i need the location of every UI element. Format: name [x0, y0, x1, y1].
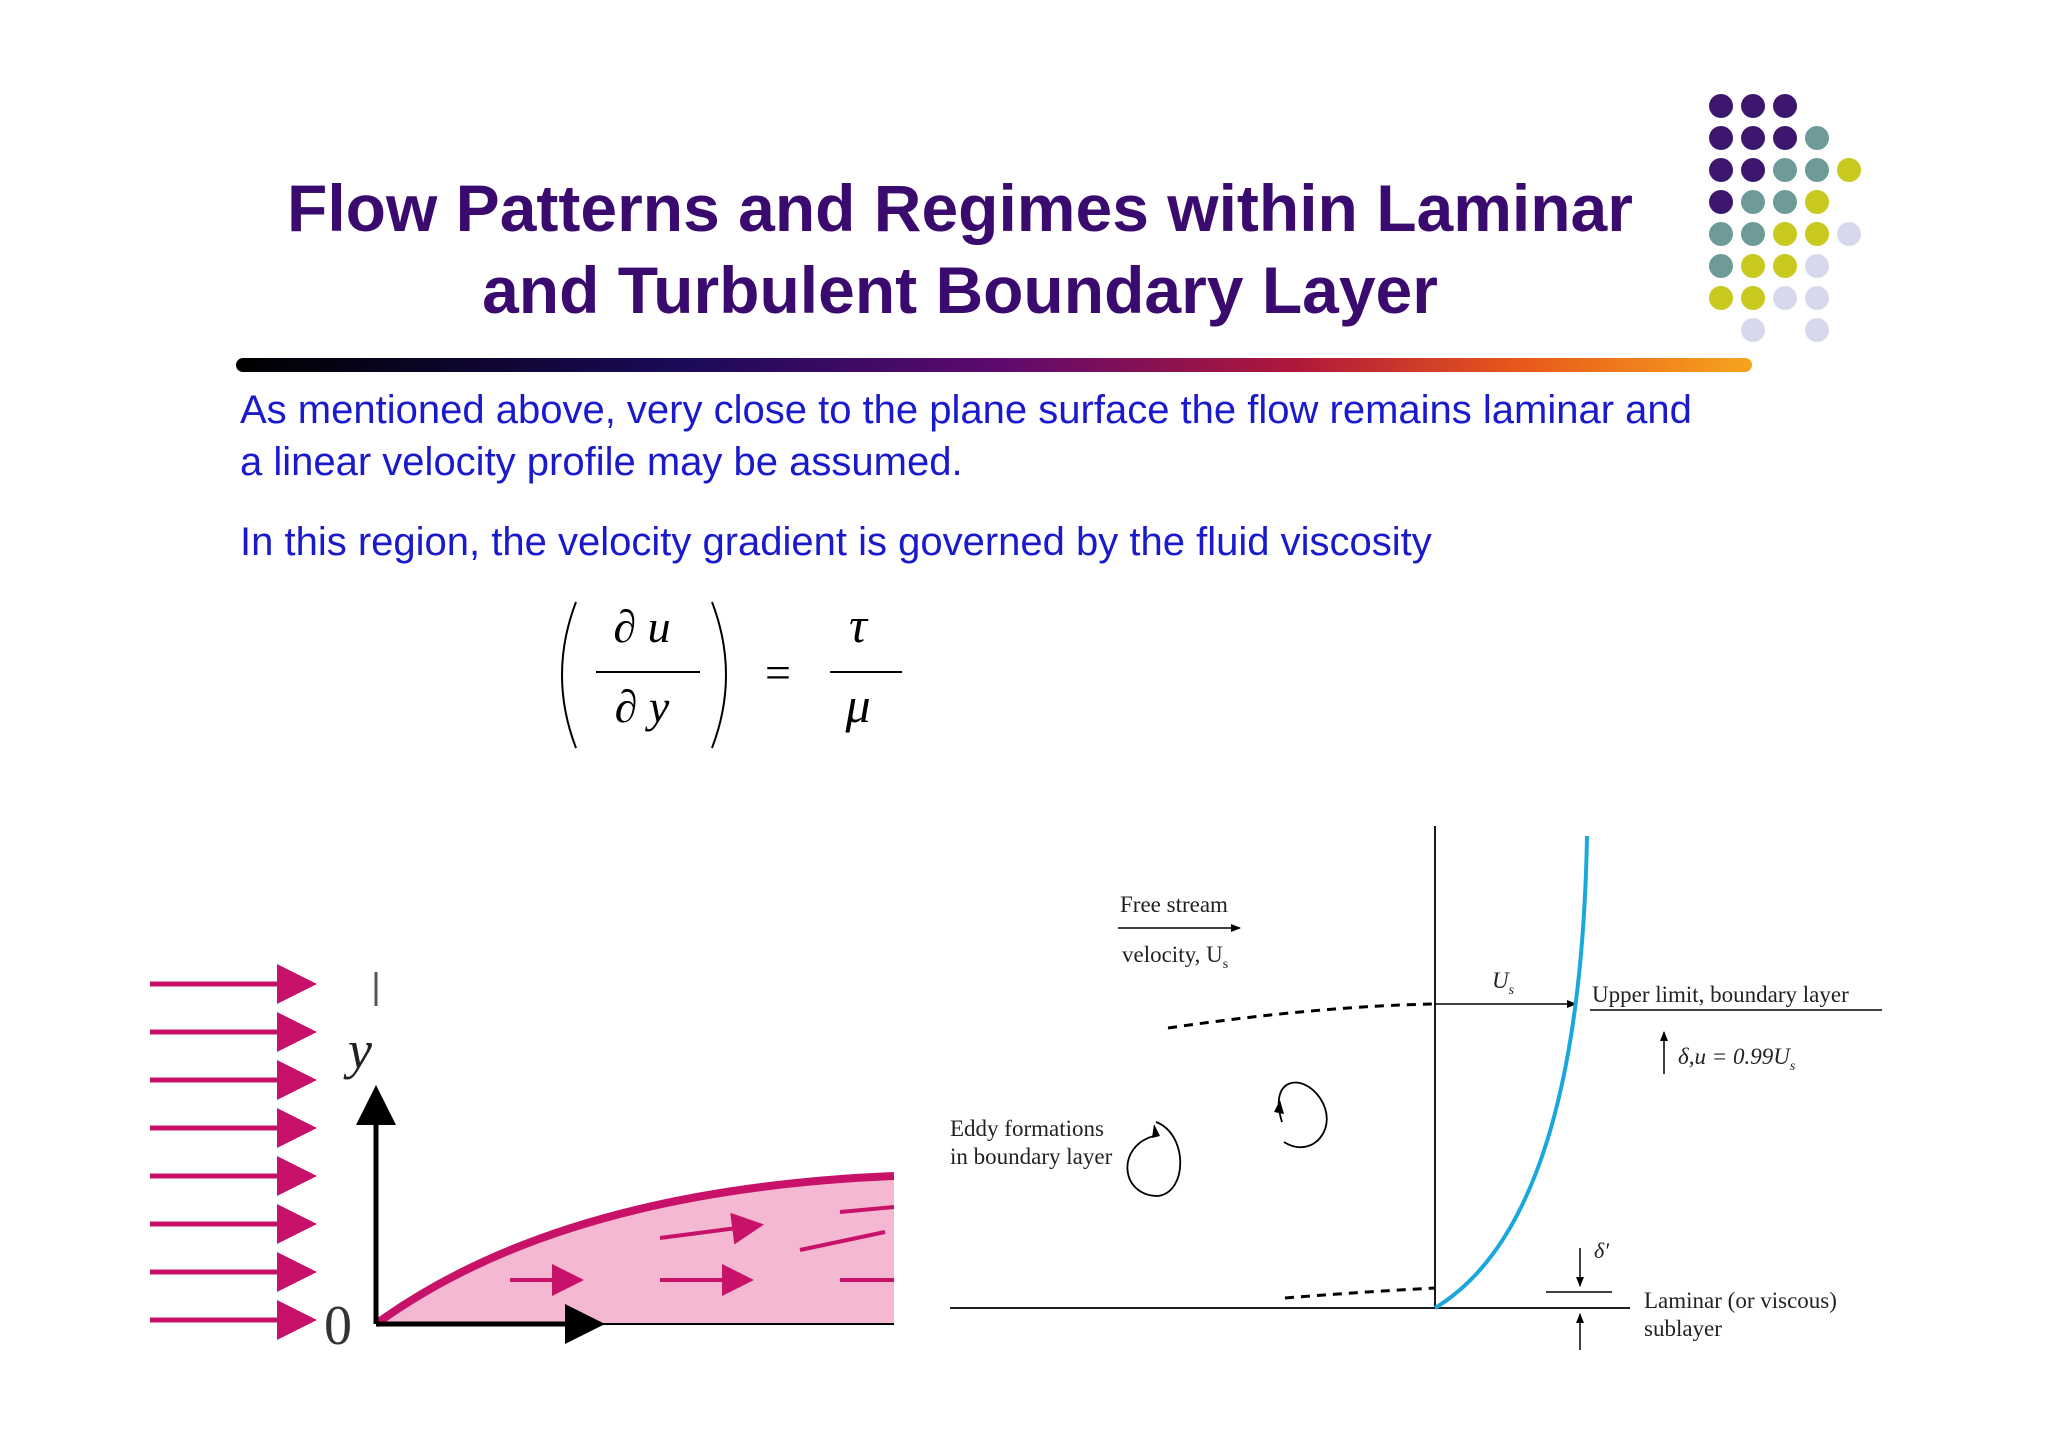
inner-velocity-arrows — [510, 1205, 894, 1296]
inner-arrow — [799, 1230, 886, 1252]
decor-dot — [1805, 254, 1829, 278]
decor-dot — [1741, 94, 1765, 118]
decor-dot — [1805, 126, 1829, 150]
velocity-profile-curve — [1433, 835, 1589, 1310]
upper-limit-label: Upper limit, boundary layer — [1592, 982, 1849, 1007]
decor-dot — [1805, 190, 1829, 214]
paragraph-laminar-intro: As mentioned above, very close to the pl… — [240, 384, 1900, 488]
decor-dot — [1773, 286, 1797, 310]
inner-arrow — [839, 1205, 894, 1214]
inner-arrow — [659, 1212, 764, 1245]
decor-dot — [1773, 126, 1797, 150]
sublayer-dashed-edge — [1284, 1286, 1436, 1300]
decor-dot — [1741, 126, 1765, 150]
laminar-sublayer-label-line1: Laminar (or viscous) — [1644, 1288, 1837, 1313]
eddy-label-line1: Eddy formations — [950, 1116, 1104, 1141]
paragraph-viscosity: In this region, the velocity gradient is… — [240, 520, 1432, 564]
y-axis-label: y — [343, 1020, 372, 1080]
delta-label: δ,u = 0.99Us — [1678, 1044, 1796, 1074]
decor-dot — [1773, 158, 1797, 182]
decor-dot — [1805, 222, 1829, 246]
paragraph-line: a linear velocity profile may be assumed… — [240, 440, 963, 484]
lhs-numerator: ∂ u — [613, 601, 670, 652]
right-paren — [711, 601, 727, 749]
decor-dot — [1741, 222, 1765, 246]
free-stream-label: Free stream — [1120, 892, 1228, 917]
rhs-numerator: τ — [849, 597, 869, 653]
velocity-gradient-equation: ∂ u ∂ y = τ μ — [561, 597, 902, 749]
decor-dot — [1709, 158, 1733, 182]
decor-dot — [1709, 286, 1733, 310]
rhs-denominator: μ — [844, 677, 870, 733]
paragraph-line: As mentioned above, very close to the pl… — [240, 388, 1692, 432]
decor-dot — [1709, 254, 1733, 278]
boundary-layer-edge — [373, 1172, 894, 1328]
left-paren — [561, 601, 577, 749]
decor-dot — [1709, 190, 1733, 214]
decor-dot — [1837, 158, 1861, 182]
eddy-arrowhead — [1274, 1100, 1284, 1114]
decor-dot — [1741, 254, 1765, 278]
decor-dot — [1741, 158, 1765, 182]
slide-title-line-2: and Turbulent Boundary Layer — [482, 253, 1438, 327]
delta-prime-label: δ′ — [1594, 1238, 1610, 1263]
turbulent-boundary-layer-figure: Free stream velocity, Us Us Upper limit,… — [950, 826, 1882, 1350]
decor-dot — [1741, 318, 1765, 342]
decor-dot — [1805, 318, 1829, 342]
decor-dot — [1773, 94, 1797, 118]
decor-dot — [1709, 222, 1733, 246]
boundary-layer-dashed-edge — [1167, 1002, 1436, 1030]
slide-title-line-1: Flow Patterns and Regimes within Laminar — [287, 171, 1633, 245]
decor-dot — [1805, 158, 1829, 182]
boundary-layer-fill — [376, 1176, 894, 1324]
free-stream-arrows — [150, 964, 317, 1340]
free-stream-velocity-label: velocity, Us — [1122, 942, 1228, 972]
decor-dot — [1741, 190, 1765, 214]
us-label: Us — [1492, 968, 1515, 998]
decor-dot — [1773, 190, 1797, 214]
title-divider — [236, 358, 1752, 372]
eddy-swirl-icon — [1277, 1081, 1328, 1149]
laminar-boundary-layer-figure: y 0 — [150, 964, 894, 1357]
eddy-arrowhead — [1152, 1124, 1160, 1138]
decor-dot — [1709, 126, 1733, 150]
decor-dot — [1741, 286, 1765, 310]
eddy-swirl-icon — [1126, 1121, 1182, 1197]
decor-dot — [1773, 222, 1797, 246]
equals-sign: = — [765, 647, 791, 698]
decor-dot — [1773, 254, 1797, 278]
decor-dot — [1709, 94, 1733, 118]
laminar-sublayer-label-line2: sublayer — [1644, 1316, 1722, 1341]
lhs-denominator: ∂ y — [615, 681, 670, 732]
eddy-label-line2: in boundary layer — [950, 1144, 1113, 1169]
decor-dot — [1805, 286, 1829, 310]
decor-dot — [1837, 222, 1861, 246]
origin-label: 0 — [324, 1295, 352, 1357]
